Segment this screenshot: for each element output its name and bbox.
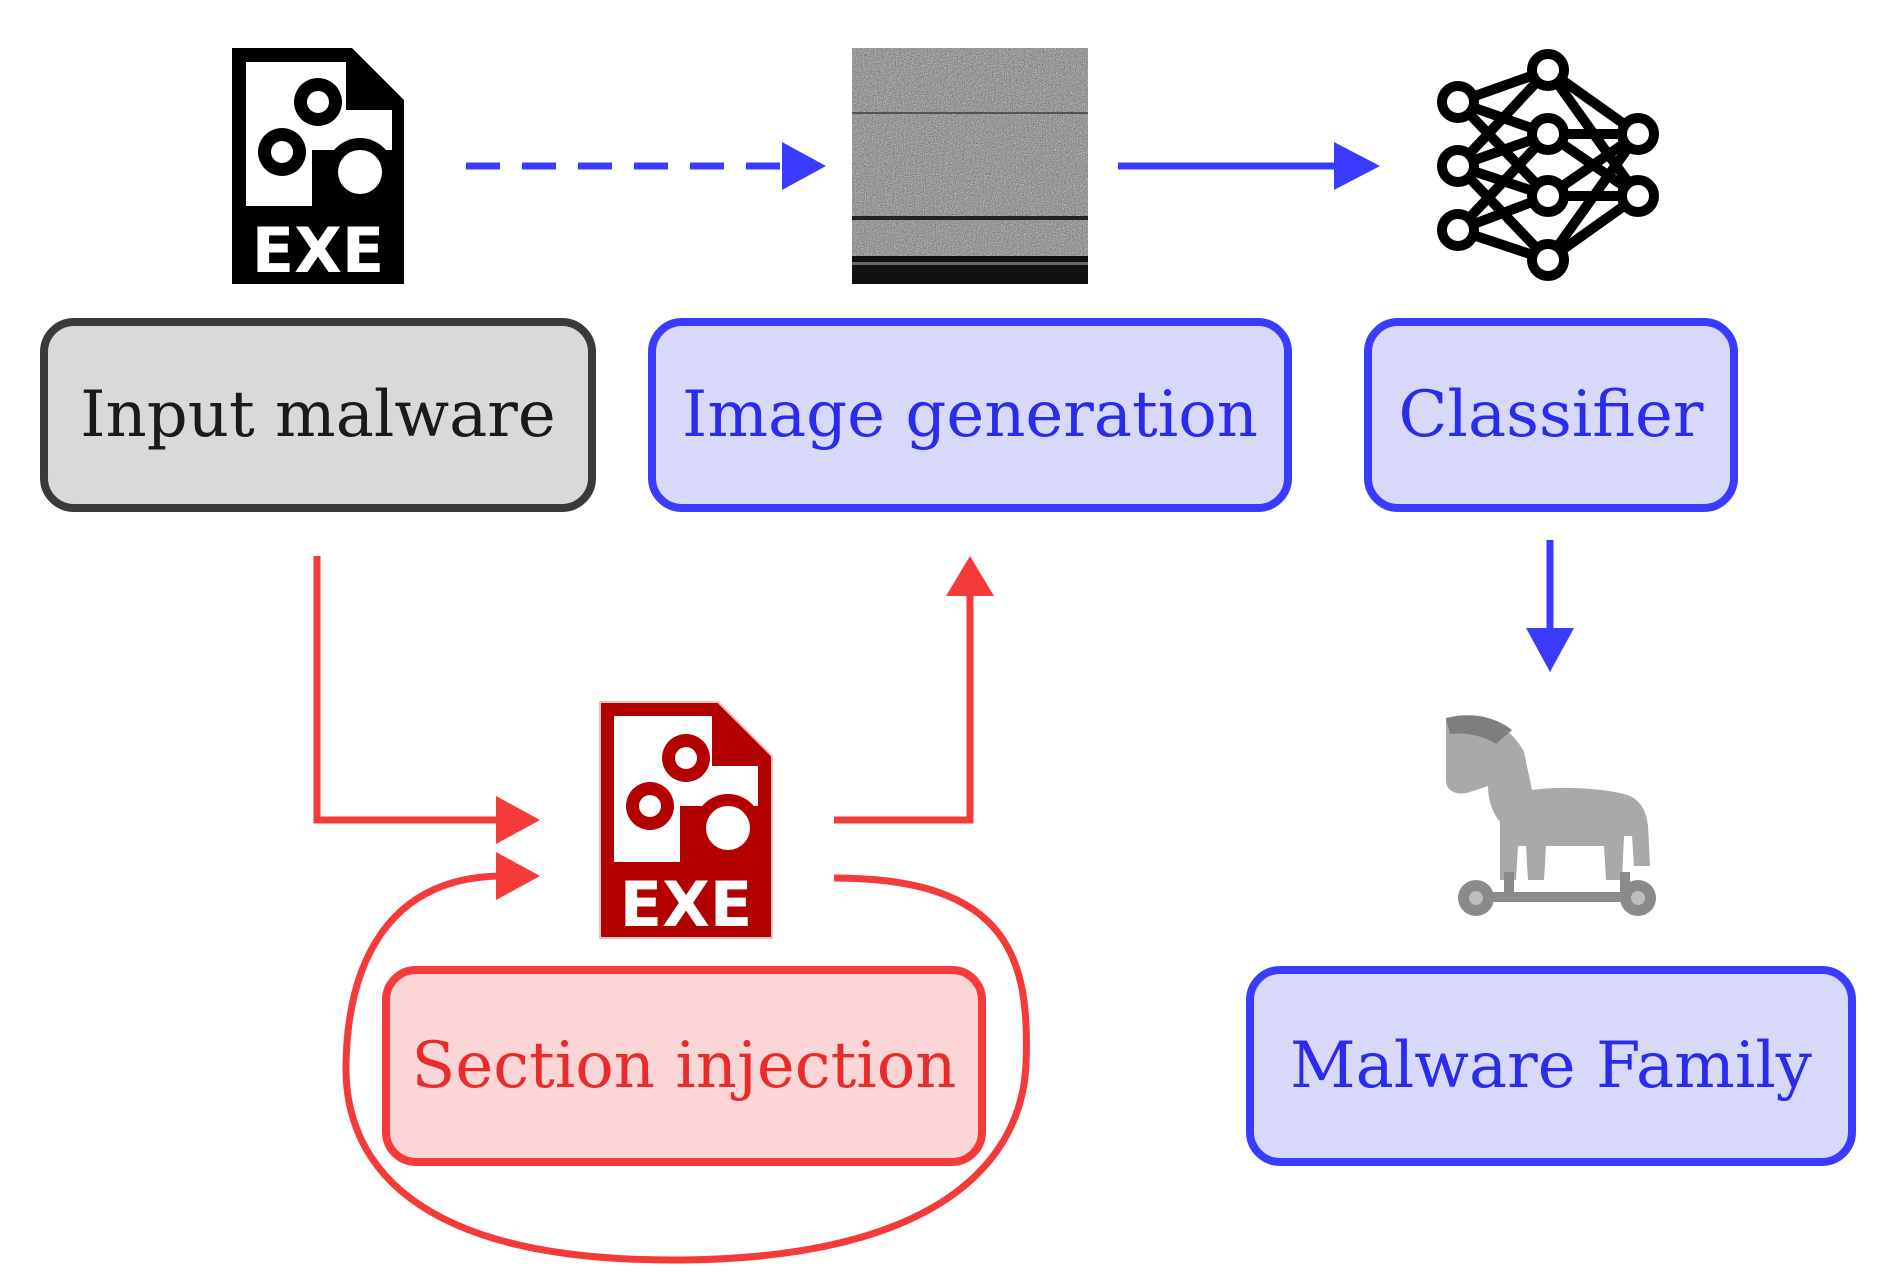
dashed-arrow-exe-to-image — [466, 142, 826, 190]
input-malware-box: Input malware — [40, 318, 596, 512]
input-malware-label: Input malware — [80, 378, 556, 452]
trojan-horse-icon — [1446, 715, 1656, 916]
injected-exe-file-icon: EXE — [599, 701, 773, 941]
image-generation-label: Image generation — [682, 378, 1258, 452]
exe-label: EXE — [252, 214, 385, 287]
image-generation-box: Image generation — [648, 318, 1292, 512]
malware-image — [852, 48, 1088, 284]
arrow-image-to-classifier — [1118, 142, 1380, 190]
arrow-classifier-to-family — [1526, 540, 1574, 672]
exe-file-icon: EXE — [232, 48, 404, 287]
injection-loop-arrow — [342, 872, 1030, 1264]
arrow-injection-to-image — [834, 590, 974, 824]
classifier-box: Classifier — [1364, 318, 1738, 512]
injected-exe-label: EXE — [620, 868, 753, 941]
malware-family-label: Malware Family — [1290, 1029, 1812, 1103]
section-injection-label: Section injection — [411, 1029, 957, 1103]
arrow-injection-to-image-head — [946, 556, 994, 596]
malware-family-box: Malware Family — [1246, 966, 1856, 1166]
section-injection-box: Section injection — [382, 966, 986, 1166]
classifier-label: Classifier — [1398, 378, 1704, 452]
arrow-input-to-injection — [313, 556, 500, 824]
arrow-input-to-injection-head — [496, 796, 540, 844]
neural-network-icon — [1437, 49, 1659, 281]
injection-loop-arrow-head — [496, 852, 540, 900]
